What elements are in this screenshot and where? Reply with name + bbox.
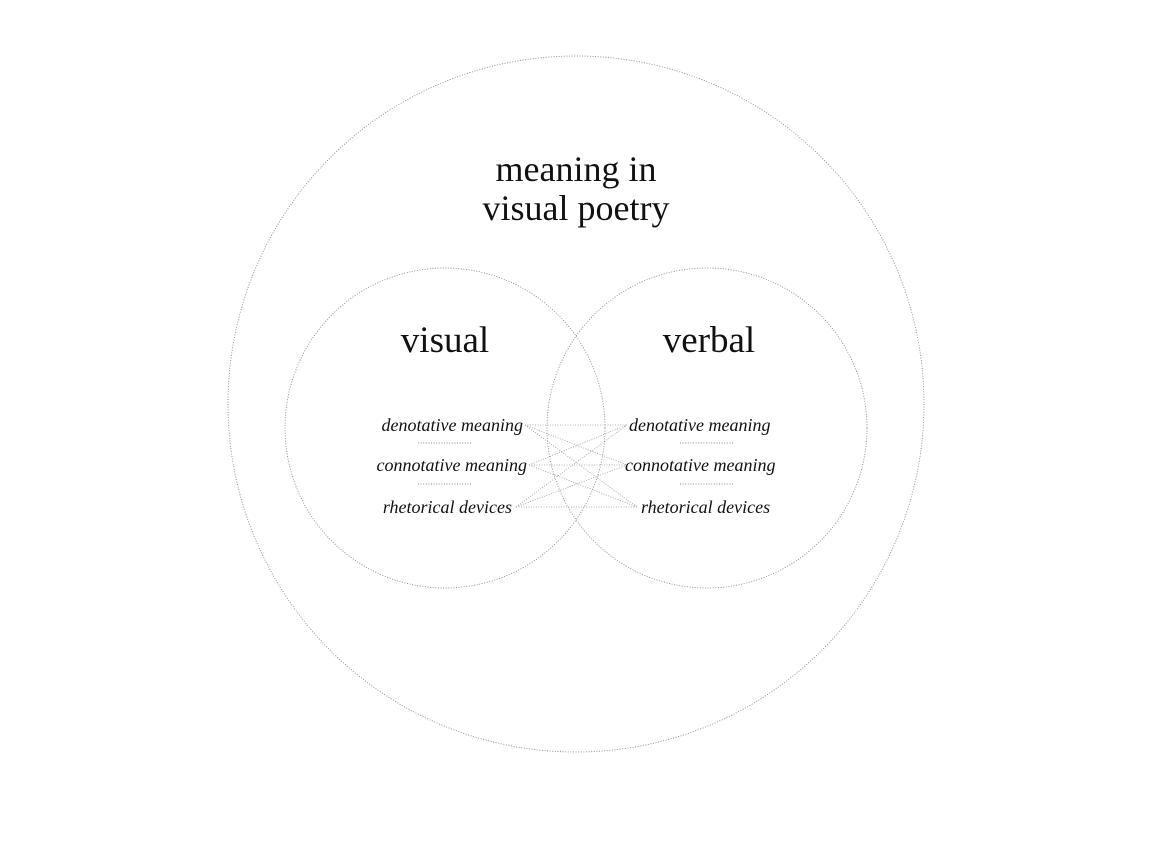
verbal-item-denotative: denotative meaning <box>629 415 770 435</box>
item-separators <box>418 442 734 485</box>
visual-item-connotative: connotative meaning <box>377 455 527 475</box>
outer-circle <box>227 55 925 753</box>
visual-item-rhetorical: rhetorical devices <box>383 497 512 517</box>
link-rhetorical-denotative <box>515 424 628 508</box>
link-connotative-denotative <box>528 424 628 466</box>
connection-lines <box>515 424 638 508</box>
link-connotative-rhetorical <box>528 464 638 508</box>
verbal-circle <box>546 267 868 589</box>
link-rhetorical-connotative <box>515 464 628 508</box>
verbal-item-rhetorical: rhetorical devices <box>641 497 770 517</box>
link-denotative-rhetorical <box>524 424 638 508</box>
diagram-title-line-2: visual poetry <box>483 188 670 228</box>
visual-set-label: visual <box>401 320 489 361</box>
link-denotative-connotative <box>524 424 628 466</box>
verbal-set-label: verbal <box>663 320 755 361</box>
visual-circle <box>284 267 606 589</box>
verbal-item-connotative: connotative meaning <box>625 455 775 475</box>
diagram-title-line-1: meaning in <box>496 149 657 189</box>
visual-item-denotative: denotative meaning <box>382 415 523 435</box>
